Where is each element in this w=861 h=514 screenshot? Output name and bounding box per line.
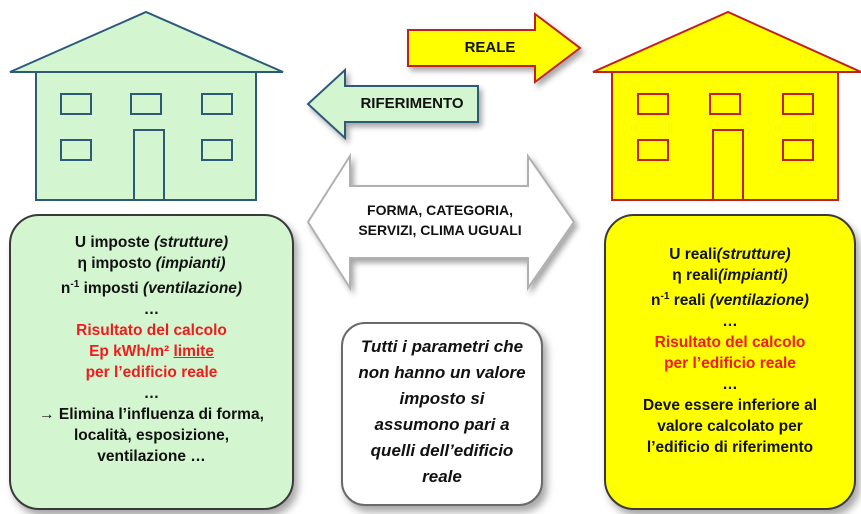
result-line: Risultato del calcolo: [76, 322, 227, 340]
ellipsis: …: [722, 313, 738, 331]
ellipsis: …: [143, 385, 160, 403]
ellipsis: …: [143, 301, 160, 319]
equal-conditions-label: FORMA, CATEGORIA, SERVIZI, CLIMA UGUALI: [345, 200, 535, 240]
u-line: U imposte (strutture): [74, 234, 229, 251]
note-line: reale: [422, 467, 462, 486]
reale-label: REALE: [464, 39, 516, 56]
result-line: per l’edificio reale: [85, 364, 218, 382]
equal-conditions-arrow: [306, 152, 576, 292]
result-line: per l’edificio reale: [664, 355, 796, 373]
window: [60, 93, 92, 115]
n-line: n-1 reali (ventilazione): [651, 291, 809, 310]
eta-line: η reali(impianti): [672, 267, 788, 284]
parameters-note-box: Tutti i parametri che non hanno un valor…: [341, 322, 543, 506]
window: [782, 139, 814, 161]
window: [201, 93, 233, 115]
window: [637, 93, 669, 115]
eliminate-line: → Elimina l’influenza di forma,: [39, 406, 264, 424]
real-building-box: U reali(strutture) η reali(impianti) n-1…: [604, 214, 856, 510]
eta-line: η imposto (impianti): [77, 255, 226, 272]
window: [60, 139, 92, 161]
note-line: assumono pari a: [374, 415, 510, 434]
reference-building-box: U imposte (strutture) η imposto (impiant…: [9, 214, 294, 510]
equal-conditions-line: SERVIZI, CLIMA UGUALI: [358, 222, 522, 238]
compare-line: Deve essere inferiore al: [642, 397, 818, 415]
window: [709, 93, 741, 115]
window: [201, 139, 233, 161]
note-line: imposto si: [399, 389, 485, 408]
result-line: Risultato del calcolo: [654, 334, 806, 352]
note-line: Tutti i parametri che: [360, 337, 524, 356]
riferimento-label: RIFERIMENTO: [360, 95, 464, 112]
door: [712, 129, 744, 201]
real-house: [592, 10, 861, 201]
result-line: Ep kWh/m² limite: [89, 343, 214, 361]
window: [637, 139, 669, 161]
eliminate-line: località, esposizione,: [73, 427, 230, 445]
window: [782, 93, 814, 115]
window: [130, 93, 162, 115]
note-line: non hanno un valore: [358, 363, 526, 382]
riferimento-arrow: [306, 67, 479, 141]
reference-house: [9, 10, 284, 201]
eliminate-line: ventilazione …: [97, 448, 206, 466]
ellipsis: …: [722, 376, 738, 394]
compare-line: valore calcolato per: [657, 418, 803, 436]
reale-arrow: [407, 11, 582, 85]
equal-conditions-line: FORMA, CATEGORIA,: [367, 202, 513, 218]
door: [133, 129, 165, 201]
n-line: n-1 imposti (ventilazione): [60, 279, 243, 298]
note-line: quelli dell’edificio: [370, 441, 514, 460]
compare-line: l’edificio di riferimento: [646, 439, 814, 457]
u-line: U reali(strutture): [669, 246, 791, 263]
